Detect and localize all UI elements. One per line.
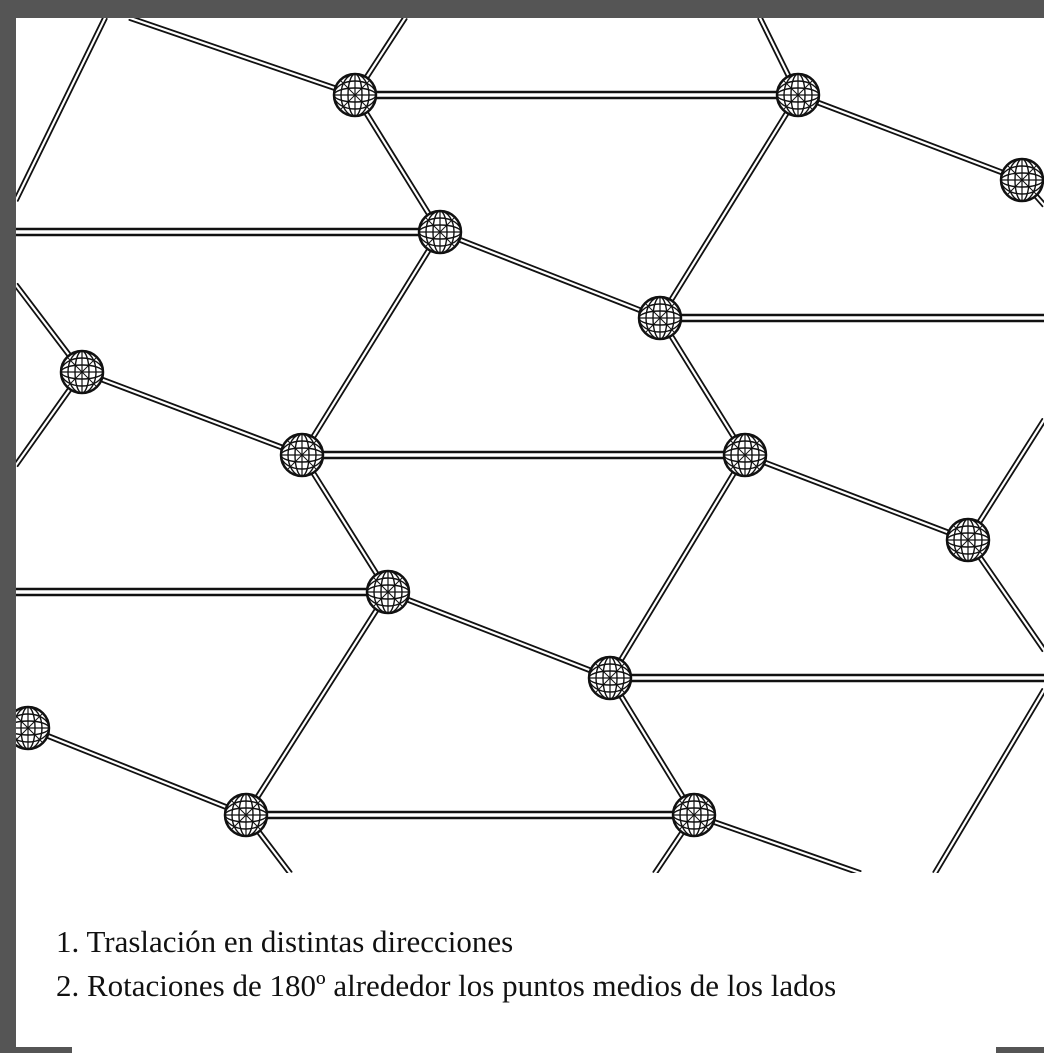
tiling-edge bbox=[607, 453, 745, 678]
tiling-edge bbox=[660, 95, 801, 320]
meshed-sphere-icon bbox=[223, 792, 269, 838]
tiling-edge bbox=[128, 18, 356, 98]
frame-border-bottom-left bbox=[0, 1047, 72, 1053]
tiling-edge bbox=[965, 540, 1044, 653]
tiling-edge bbox=[936, 692, 1044, 873]
meshed-sphere-icon bbox=[999, 157, 1044, 203]
tiling-edge bbox=[610, 455, 748, 680]
meshed-sphere-icon bbox=[365, 569, 411, 615]
meshed-sphere-icon bbox=[671, 792, 717, 838]
tiling-edge bbox=[660, 316, 748, 455]
meshed-sphere-icon bbox=[279, 432, 325, 478]
tiling-edge bbox=[246, 592, 391, 817]
tiling-edge bbox=[610, 676, 697, 815]
tiling-edge bbox=[16, 18, 108, 202]
tiling-edge bbox=[693, 812, 862, 873]
tiling-edge bbox=[743, 455, 969, 543]
tiling-edge bbox=[438, 232, 661, 321]
tiling-edge bbox=[355, 93, 443, 232]
tiling-edge bbox=[299, 455, 388, 594]
frame-border-top bbox=[0, 0, 1044, 18]
tiling-edge bbox=[352, 95, 440, 234]
tiling-edge bbox=[386, 592, 611, 681]
tiling-edge bbox=[744, 452, 970, 540]
tiling-edge bbox=[243, 590, 388, 815]
meshed-sphere-icon bbox=[637, 295, 683, 341]
tiling-edge bbox=[965, 418, 1044, 540]
tiling-edge bbox=[439, 229, 662, 318]
tiling-edges bbox=[16, 18, 1044, 873]
caption: 1. Traslación en distintas direcciones 2… bbox=[56, 920, 1036, 1008]
meshed-sphere-icon bbox=[332, 72, 378, 118]
tiling-edge bbox=[968, 537, 1044, 649]
tiling-edge bbox=[16, 18, 104, 198]
tiling-edge bbox=[932, 688, 1044, 873]
tiling-edge bbox=[657, 318, 745, 457]
tiling-edge bbox=[657, 93, 798, 318]
tiling-edge bbox=[387, 589, 612, 678]
frame-border-bottom-right bbox=[996, 1047, 1044, 1053]
meshed-sphere-icon bbox=[59, 349, 105, 395]
caption-line-translation: 1. Traslación en distintas direcciones bbox=[56, 924, 514, 959]
tiling-edge bbox=[302, 453, 391, 592]
tiling-edge bbox=[27, 725, 248, 815]
meshed-sphere-icon bbox=[417, 209, 463, 255]
tiling-edge bbox=[797, 92, 1024, 180]
tiling-edge bbox=[81, 369, 304, 455]
tiling-edge bbox=[968, 422, 1044, 542]
tiling-edge bbox=[26, 728, 247, 818]
tiling-edge bbox=[299, 230, 440, 455]
frame-border-left bbox=[0, 0, 16, 1053]
meshed-sphere-icon bbox=[16, 705, 51, 751]
tiling-edge bbox=[607, 678, 694, 817]
caption-line-rotation: 2. Rotaciones de 180º alrededor los punt… bbox=[56, 968, 837, 1003]
tiling-edge bbox=[692, 815, 857, 873]
tiling-edge bbox=[80, 372, 303, 458]
tiling-edge bbox=[133, 18, 357, 95]
tiling-edge bbox=[796, 95, 1023, 183]
tiling-nodes bbox=[16, 72, 1044, 838]
meshed-sphere-icon bbox=[775, 72, 821, 118]
meshed-sphere-icon bbox=[945, 517, 991, 563]
tiling-edge bbox=[302, 232, 443, 457]
meshed-sphere-icon bbox=[587, 655, 633, 701]
meshed-sphere-icon bbox=[722, 432, 768, 478]
